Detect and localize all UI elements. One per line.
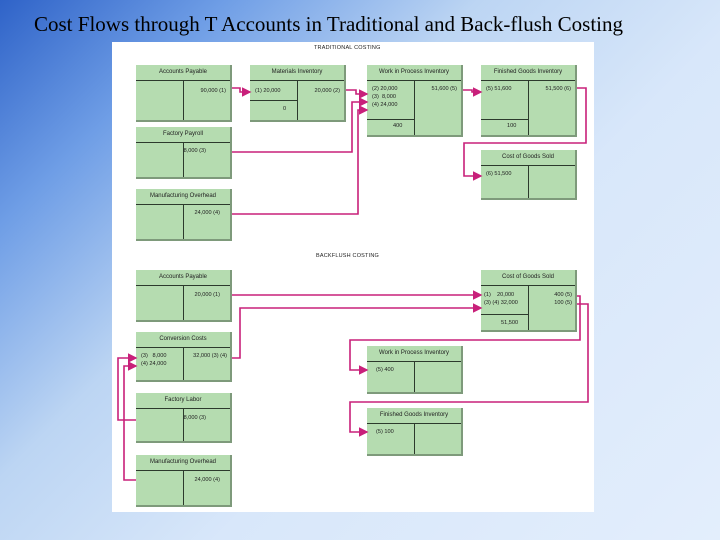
t-account-finished-goods: Finished Goods Inventory (5) 51,600 51,5… [481,65,577,137]
debit-entry: (3) (4) 32,000 [484,300,518,306]
credit-entry: 51,600 (5) [431,86,458,92]
t-account-factory-payroll: Factory Payroll 8,000 (3) [136,127,232,179]
credit-entry: 20,000 (2) [314,88,341,94]
account-title: Finished Goods Inventory [481,65,575,81]
credit-entry: 90,000 (1) [200,88,227,94]
account-title: Finished Goods Inventory [367,408,461,424]
account-title: Manufacturing Overhead [136,455,230,471]
t-account-bf-finished-goods: Finished Goods Inventory (5) 100 [367,408,463,456]
balance-entry: 0 [283,106,287,112]
balance-entry: 51,500 [501,320,519,326]
t-account-bf-cost-of-goods-sold: Cost of Goods Sold (1) 20,000 (3) (4) 32… [481,270,577,332]
debit-entry: (3) 8,000 [141,353,167,359]
account-title: Work in Process Inventory [367,346,461,362]
debit-entry: (5) 400 [376,367,394,373]
t-account-cost-of-goods-sold: Cost of Goods Sold (6) 51,500 [481,150,577,200]
debit-entry: (4) 24,000 [141,361,167,367]
account-title: Factory Payroll [136,127,230,143]
debit-entry: (1) 20,000 [255,88,281,94]
balance-entry: 400 [393,123,403,129]
account-title: Accounts Payable [136,65,230,81]
account-title: Manufacturing Overhead [136,189,230,205]
debit-entry: (5) 100 [376,429,394,435]
credit-entry: 51,500 (6) [545,86,572,92]
t-account-bf-manufacturing-overhead: Manufacturing Overhead 24,000 (4) [136,455,232,507]
debit-entry: (5) 51,600 [486,86,512,92]
t-account-bf-wip-inventory: Work in Process Inventory (5) 400 [367,346,463,394]
account-title: Cost of Goods Sold [481,270,575,286]
account-title: Conversion Costs [136,332,230,348]
credit-entry: 100 (5) [554,300,572,306]
account-title: Accounts Payable [136,270,230,286]
t-account-manufacturing-overhead: Manufacturing Overhead 24,000 (4) [136,189,232,241]
account-title: Materials Inventory [250,65,344,81]
credit-entry: 8,000 (3) [183,415,206,421]
debit-entry: (2) 20,000 [372,86,398,92]
account-title: Cost of Goods Sold [481,150,575,166]
balance-entry: 100 [507,123,517,129]
credit-entry: 8,000 (3) [183,148,206,154]
account-title: Factory Labor [136,393,230,409]
account-title: Work in Process Inventory [367,65,461,81]
debit-entry: (3) 8,000 [372,94,396,100]
debit-entry: (1) 20,000 [484,292,515,298]
backflush-costing-label: BACKFLUSH COSTING [316,253,379,259]
credit-entry: 24,000 (4) [194,210,221,216]
credit-entry: 20,000 (1) [194,292,221,298]
t-account-bf-conversion-costs: Conversion Costs (3) 8,000 (4) 24,000 32… [136,332,232,382]
t-account-accounts-payable: Accounts Payable 90,000 (1) [136,65,232,122]
t-account-materials-inventory: Materials Inventory (1) 20,000 20,000 (2… [250,65,346,122]
traditional-costing-label: TRADITIONAL COSTING [314,45,381,51]
credit-entry: 24,000 (4) [194,477,221,483]
slide-title: Cost Flows through T Accounts in Traditi… [34,12,623,36]
t-account-bf-accounts-payable: Accounts Payable 20,000 (1) [136,270,232,322]
t-account-bf-factory-labor: Factory Labor 8,000 (3) [136,393,232,443]
credit-entry: 32,000 (3) (4) [193,353,227,359]
credit-entry: 400 (5) [554,292,572,298]
debit-entry: (6) 51,500 [486,171,512,177]
t-account-wip-inventory: Work in Process Inventory (2) 20,000 (3)… [367,65,463,137]
debit-entry: (4) 24,000 [372,102,398,108]
